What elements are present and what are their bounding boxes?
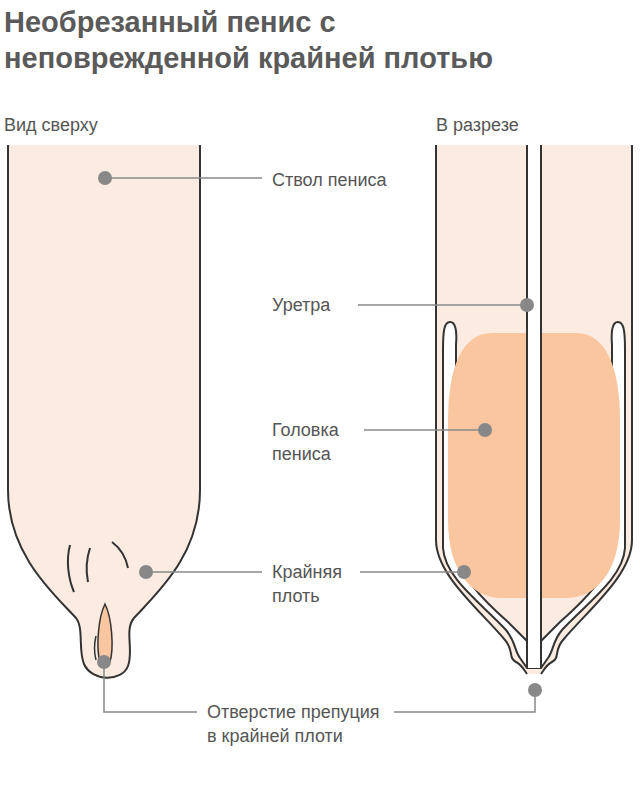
part-label: Отверстие препуция в крайней плоти <box>207 700 393 748</box>
part-label: Ствол пениса <box>272 168 387 192</box>
part-label: Уретра <box>272 293 330 317</box>
leader-dots <box>97 171 542 697</box>
view-heading: Вид сверху <box>4 113 98 137</box>
top-view-figure <box>8 145 200 678</box>
view-heading: В разрезе <box>436 113 519 137</box>
part-label: Крайняя плоть <box>272 560 382 608</box>
leader-lines <box>104 178 535 712</box>
part-label: Головка пениса <box>272 418 382 466</box>
diagram-title: Необрезанный пенис с неповрежденной край… <box>4 4 624 76</box>
section-figure <box>436 145 632 674</box>
